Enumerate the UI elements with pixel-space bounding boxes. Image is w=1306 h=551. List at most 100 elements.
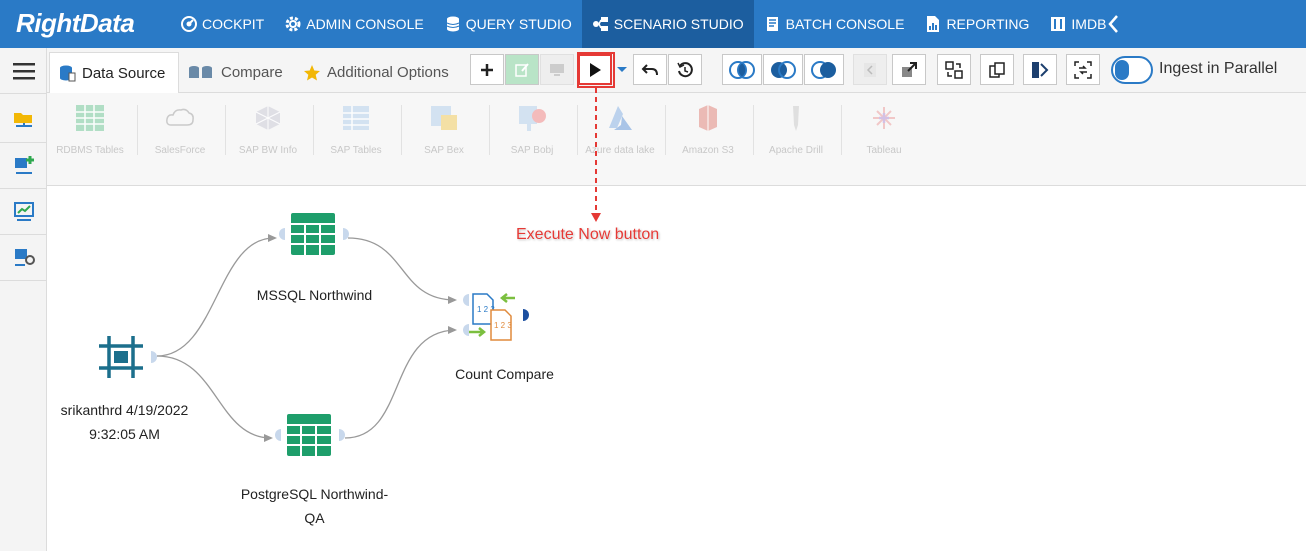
left-join-icon: [771, 60, 796, 79]
apache-drill-icon: [793, 106, 799, 131]
export-button[interactable]: [892, 54, 926, 85]
source-node[interactable]: [97, 334, 161, 380]
amazon-s3-icon: [699, 105, 717, 131]
collapse-button[interactable]: [853, 54, 887, 85]
input-port-top[interactable]: [463, 294, 469, 306]
mssql-node[interactable]: [273, 212, 353, 260]
history-button[interactable]: [668, 54, 702, 85]
scenario-canvas[interactable]: srikanthrd 4/19/2022 9:32:05 AM MSSQL No…: [47, 186, 1306, 551]
palette-divider: [753, 105, 754, 155]
nav-imdb[interactable]: IMDB: [1039, 0, 1116, 48]
sap-cube-icon: [255, 106, 281, 130]
imdb-icon: [1051, 17, 1066, 31]
palette-sap-bex[interactable]: SAP Bex: [401, 103, 487, 159]
sap-bobj-icon: [519, 106, 546, 131]
execute-now-button[interactable]: [578, 54, 612, 85]
palette-divider: [489, 105, 490, 155]
palette-label: SAP Bex: [424, 145, 464, 156]
input-port-bottom[interactable]: [463, 324, 469, 336]
compare-icon: [189, 65, 212, 78]
scenario-settings-button[interactable]: [0, 235, 47, 281]
palette-sap-bw-info[interactable]: SAP BW Info: [225, 103, 311, 159]
add-button[interactable]: [470, 54, 504, 85]
ingest-parallel-label: Ingest in Parallel: [1159, 60, 1278, 77]
palette-sap-bobj[interactable]: SAP Bobj: [489, 103, 575, 159]
postgres-label-line1: PostgreSQL Northwind-: [240, 486, 389, 502]
split-view-icon: [1032, 61, 1049, 78]
palette-amazon-s3[interactable]: Amazon S3: [665, 103, 751, 159]
nav-query-studio[interactable]: QUERY STUDIO: [434, 0, 582, 48]
palette-sap-tables[interactable]: SAP Tables: [313, 103, 399, 159]
preview-button[interactable]: [540, 54, 574, 85]
sap-bex-icon: [431, 106, 457, 130]
star-icon: [304, 64, 320, 80]
scan-frame-icon: [99, 336, 143, 378]
database-icon: [446, 16, 459, 32]
mssql-node-label: MSSQL Northwind: [256, 287, 373, 303]
hamburger-menu-button[interactable]: [0, 48, 47, 94]
input-port[interactable]: [279, 228, 285, 240]
nav-label: ADMIN CONSOLE: [306, 16, 424, 32]
arrowhead: [448, 326, 457, 334]
open-scenario-button[interactable]: [0, 97, 47, 143]
nav-label: BATCH CONSOLE: [785, 16, 905, 32]
source-label-line2: 9:32:05 AM: [89, 426, 160, 442]
monitor-scenario-button[interactable]: [0, 189, 47, 235]
split-view-button[interactable]: [1023, 54, 1057, 85]
palette-label: Tableau: [866, 145, 902, 156]
output-port[interactable]: [523, 309, 529, 321]
palette-label: Azure data lake: [585, 145, 655, 156]
palette-label: RDBMS Tables: [56, 145, 124, 156]
history-icon: [677, 61, 693, 77]
tab-toolbar-row: Data Source Compare Additional Options: [47, 48, 1306, 93]
edit-button[interactable]: [505, 54, 539, 85]
postgres-node[interactable]: [269, 413, 349, 461]
undo-button[interactable]: [633, 54, 667, 85]
connector-postgres-to-compare: [344, 329, 456, 439]
output-port[interactable]: [339, 429, 345, 441]
count-compare-node[interactable]: 1 2 3 1 2 3: [457, 290, 537, 344]
left-join-button[interactable]: [763, 54, 803, 85]
ingest-parallel-toggle[interactable]: [1111, 56, 1153, 84]
copy-button[interactable]: [980, 54, 1014, 85]
table-grid-icon: [291, 213, 335, 255]
execute-options-dropdown[interactable]: [616, 62, 628, 76]
app-logo[interactable]: RightData: [16, 8, 135, 38]
tab-data-source[interactable]: Data Source: [49, 52, 179, 93]
postgres-label-line2: QA: [304, 510, 325, 526]
table-grid-icon: [76, 105, 104, 131]
nav-label: IMDB: [1071, 16, 1107, 32]
scenario-icon: [592, 17, 608, 31]
nav-cockpit[interactable]: COCKPIT: [170, 0, 274, 48]
fit-view-button[interactable]: [1066, 54, 1100, 85]
input-port[interactable]: [275, 429, 281, 441]
palette-apache-drill[interactable]: Apache Drill: [753, 103, 839, 159]
nav-scenario-studio[interactable]: SCENARIO STUDIO: [581, 0, 754, 48]
palette-divider: [577, 105, 578, 155]
palette-salesforce[interactable]: SalesForce: [137, 103, 223, 159]
output-port[interactable]: [343, 228, 349, 240]
right-join-button[interactable]: [804, 54, 844, 85]
nav-admin-console[interactable]: ADMIN CONSOLE: [274, 0, 433, 48]
inner-join-button[interactable]: [722, 54, 762, 85]
nav-reporting[interactable]: REPORTING: [914, 0, 1039, 48]
tab-additional-options[interactable]: Additional Options: [303, 52, 463, 93]
palette-tableau[interactable]: Tableau: [841, 103, 927, 159]
top-nav-bar: RightData COCKPIT ADMIN CONSOLE QUERY ST…: [0, 0, 1306, 48]
tab-compare[interactable]: Compare: [187, 52, 287, 93]
tableau-icon: [873, 107, 895, 129]
nav-batch-console[interactable]: BATCH CONSOLE: [754, 0, 915, 48]
palette-rdbms-tables[interactable]: RDBMS Tables: [47, 103, 133, 159]
palette-azure-data-lake[interactable]: Azure data lake: [577, 103, 663, 159]
new-scenario-button[interactable]: [0, 143, 47, 189]
palette-label: Apache Drill: [769, 145, 823, 156]
palette-label: SAP Bobj: [510, 145, 554, 156]
collapse-chevron-icon[interactable]: [1104, 12, 1124, 36]
monitor-icon: [550, 63, 564, 76]
nav-label: COCKPIT: [202, 16, 265, 32]
arrowhead: [268, 234, 277, 242]
output-port[interactable]: [151, 351, 157, 363]
swap-button[interactable]: [937, 54, 971, 85]
salesforce-cloud-icon: [166, 108, 194, 126]
connector-source-to-mssql: [156, 237, 276, 357]
